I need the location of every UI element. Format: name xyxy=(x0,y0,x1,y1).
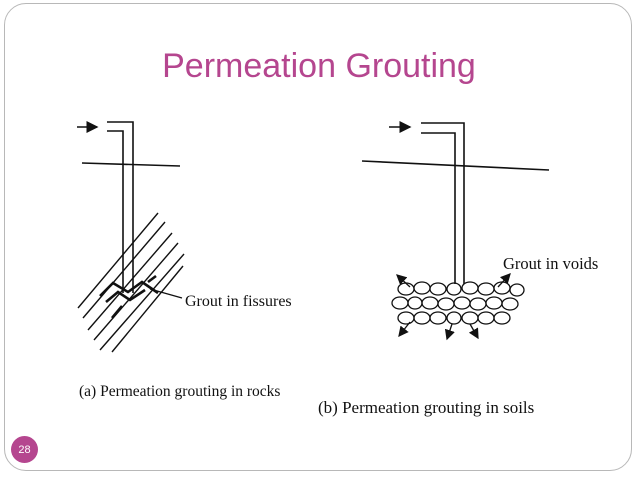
pipe-inner-a xyxy=(107,130,124,293)
leader-a xyxy=(149,288,183,299)
pipe-outer-a xyxy=(107,121,134,293)
spread-arrows xyxy=(396,273,511,341)
ground-line-b xyxy=(361,160,550,171)
caption-a: (a) Permeation grouting in rocks xyxy=(79,383,280,400)
caption-b: (b) Permeation grouting in soils xyxy=(318,398,534,417)
label-grout-in-fissures: Grout in fissures xyxy=(185,293,292,310)
page-number-badge: 28 xyxy=(11,436,38,463)
pipe-inner-b xyxy=(421,132,456,284)
ground-line-a xyxy=(81,162,181,167)
figure-a-rocks xyxy=(77,121,185,353)
slide-title: Permeation Grouting xyxy=(162,47,476,85)
rock-fissures xyxy=(77,212,185,353)
slide-frame xyxy=(4,3,632,471)
soil-particles xyxy=(391,281,525,325)
figure-b-soils xyxy=(361,121,550,341)
pipe-outer-b xyxy=(421,122,465,284)
grout-in-fissures xyxy=(99,274,159,319)
label-grout-in-voids: Grout in voids xyxy=(503,254,598,273)
